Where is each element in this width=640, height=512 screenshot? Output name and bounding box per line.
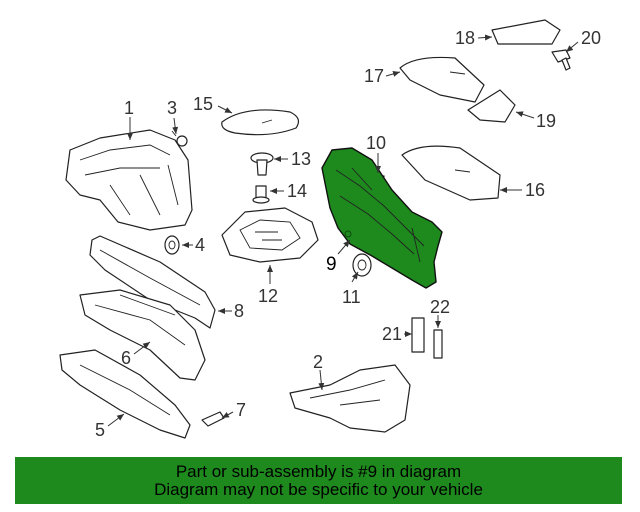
part-14-bolt — [252, 185, 270, 204]
part-4-grommet — [164, 235, 180, 255]
part-3-clip — [171, 130, 188, 147]
part-5-lower-trim — [59, 349, 191, 439]
callout-11: 11 — [342, 287, 361, 307]
leader-lines — [107, 34, 579, 427]
banner-line-1: Part or sub-assembly is #9 in diagram — [175, 461, 462, 481]
callout-20: 20 — [581, 28, 601, 48]
part-2-bracket — [289, 364, 411, 433]
part-21-bracket — [411, 317, 425, 353]
callout-15: 15 — [193, 94, 213, 114]
part-19-bracket — [467, 89, 516, 123]
callout-12: 12 — [258, 286, 278, 306]
callout-22: 22 — [430, 297, 450, 317]
part-12-tool-tray — [221, 207, 319, 263]
part-13-knob — [250, 152, 274, 176]
part-1-trim-panel — [65, 129, 193, 231]
info-banner: Part or sub-assembly is #9 in diagram Di… — [15, 457, 622, 504]
callout-5: 5 — [95, 420, 105, 440]
callout-4: 4 — [195, 235, 205, 255]
part-6-load-floor — [79, 289, 206, 381]
part-7-fastener — [201, 411, 225, 427]
callout-19: 19 — [536, 111, 556, 131]
callout-10: 10 — [366, 133, 386, 153]
callout-14: 14 — [287, 181, 307, 201]
part-15-floor-mat — [221, 109, 300, 136]
callout-8: 8 — [234, 301, 244, 321]
callout-2: 2 — [313, 352, 323, 372]
part-16-cover — [401, 145, 501, 201]
callout-3: 3 — [167, 98, 177, 118]
callout-21: 21 — [382, 324, 402, 344]
part-8-sill-trim — [89, 235, 216, 329]
banner-line-2: Diagram may not be specific to your vehi… — [154, 479, 483, 499]
callout-16: 16 — [525, 180, 545, 200]
part-11-grommet — [352, 253, 372, 277]
callout-9: 9 — [326, 254, 337, 275]
callout-7: 7 — [236, 400, 246, 420]
part-20-screw — [551, 49, 571, 71]
part-18-handle — [491, 19, 561, 45]
part-17-cover — [399, 56, 485, 103]
callout-18: 18 — [455, 28, 475, 48]
callout-17: 17 — [364, 66, 384, 86]
part-9-rear-panel-highlighted — [321, 147, 443, 289]
part-22-pin — [433, 329, 443, 359]
callout-1: 1 — [124, 98, 134, 118]
callout-13: 13 — [291, 149, 311, 169]
callout-6: 6 — [121, 348, 131, 368]
